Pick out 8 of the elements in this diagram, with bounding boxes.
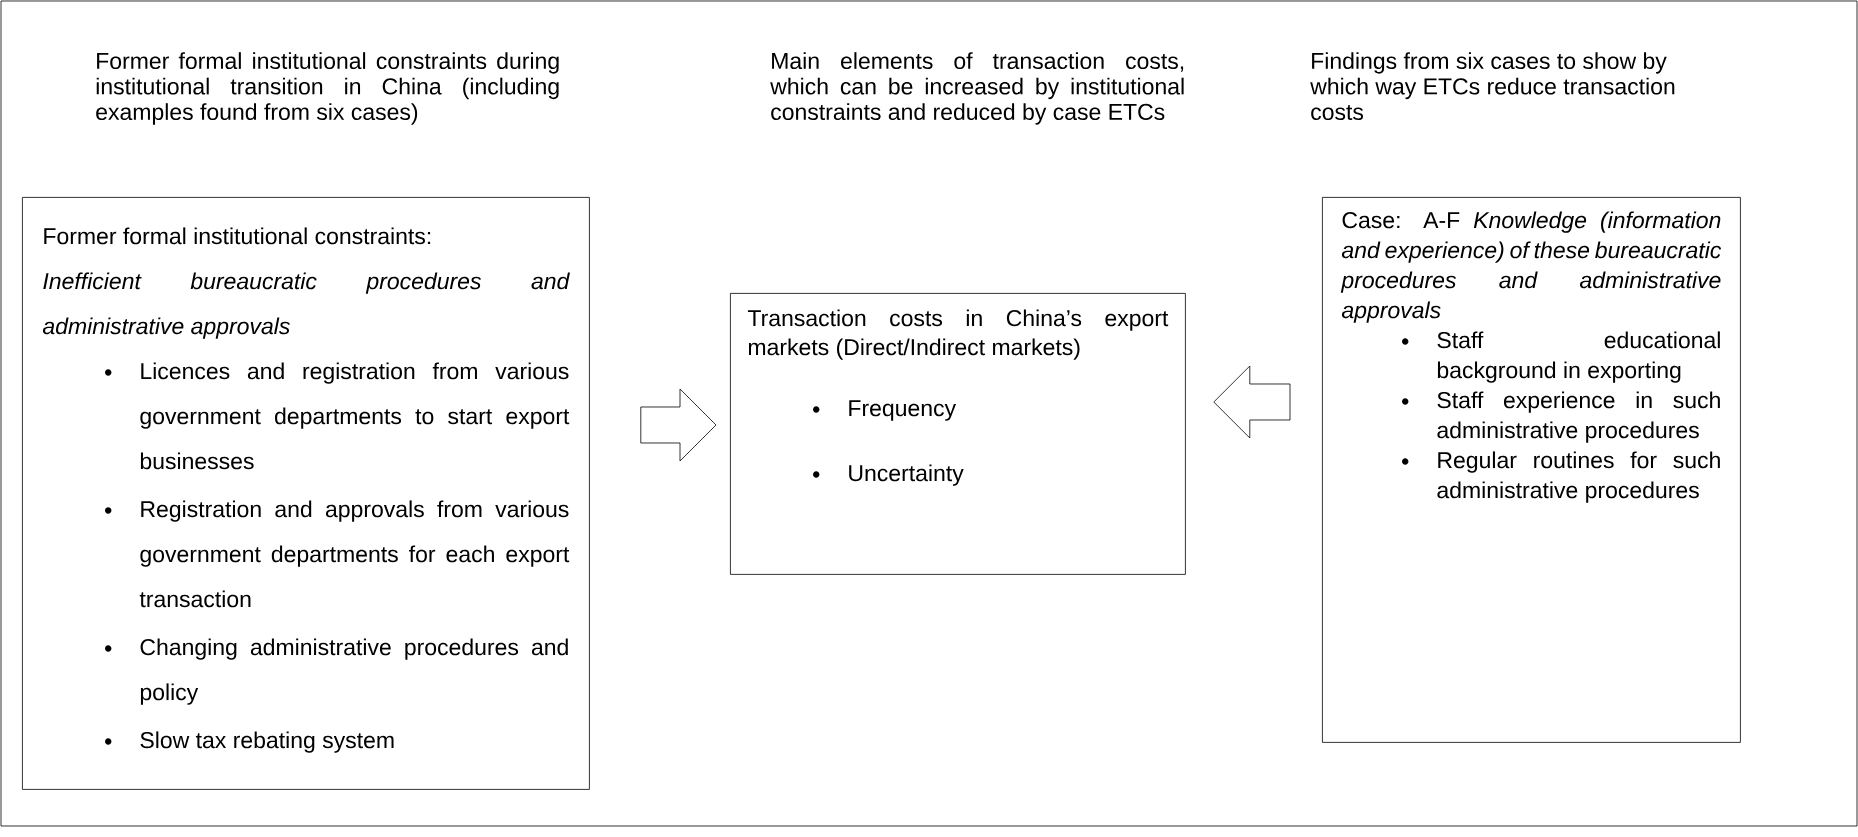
text-box: Former formal institutional constraints: Inefficient bureaucratic procedures and administrative approvals Licences and registration from various government departments to start export businesses Registration and approvals from various government departments for each export transaction Changing administrative procedures and policy Slow tax rebating system [22, 197, 590, 790]
column-heading: Main elements of transaction costs, which can be increased by institutional constraints and reduced by case ETCs [770, 52, 1184, 125]
text-box: Transaction costs in China’s export markets (Direct/Indirect markets) Frequency Uncertainty [730, 293, 1186, 575]
text-box: Case: A-F Knowledge (information and experience) of these bureaucratic procedures and administrative approvals Staff educational background in exporting Staff experience in such administrative procedures Regular routines for such administrative procedures [1322, 197, 1741, 743]
column-heading: Findings from six cases to show by which way ETCs reduce transaction costs [1310, 52, 1675, 121]
column-heading: Former formal institutional constraints during institutional transition in China (including examples found from six cases) [96, 52, 559, 125]
block-arrow [640, 388, 717, 462]
block-arrow [1213, 365, 1291, 439]
